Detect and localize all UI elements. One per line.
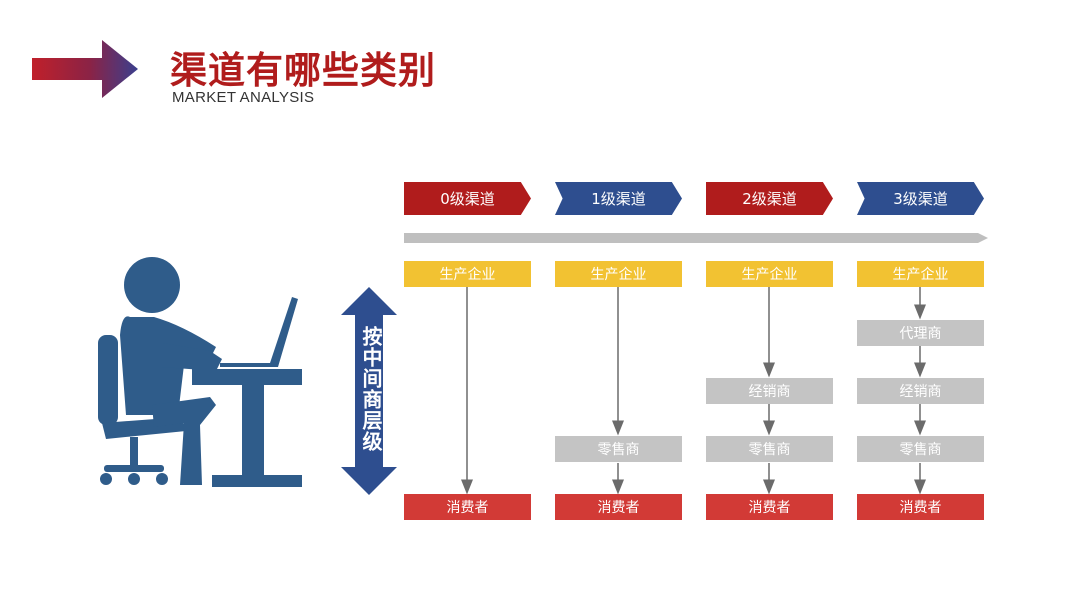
- tab-channel-3: 3级渠道: [857, 182, 984, 215]
- page-subtitle: MARKET ANALYSIS: [172, 89, 315, 106]
- tab-channel-1: 1级渠道: [555, 182, 682, 215]
- tab-channel-2: 2级渠道: [706, 182, 833, 215]
- distributor-box: 经销商: [857, 378, 984, 404]
- person-at-desk-icon: [98, 257, 302, 487]
- retailer-box: 零售商: [706, 436, 833, 462]
- page-title: 渠道有哪些类别: [170, 49, 436, 92]
- producer-box: 生产企业: [706, 261, 833, 287]
- producer-box: 生产企业: [857, 261, 984, 287]
- agent-box: 代理商: [857, 320, 984, 346]
- retailer-box: 零售商: [555, 436, 682, 462]
- producer-box: 生产企业: [555, 261, 682, 287]
- producer-box: 生产企业: [404, 261, 531, 287]
- consumer-box: 消费者: [555, 494, 682, 520]
- double-arrow-icon: [341, 287, 397, 495]
- consumer-box: 消费者: [706, 494, 833, 520]
- retailer-box: 零售商: [857, 436, 984, 462]
- header-arrow-icon: [32, 40, 138, 98]
- distributor-box: 经销商: [706, 378, 833, 404]
- consumer-box: 消费者: [857, 494, 984, 520]
- tab-channel-0: 0级渠道: [404, 182, 531, 215]
- side-label: 按中间商层级: [359, 326, 383, 452]
- consumer-box: 消费者: [404, 494, 531, 520]
- timeline-bar: [404, 233, 988, 243]
